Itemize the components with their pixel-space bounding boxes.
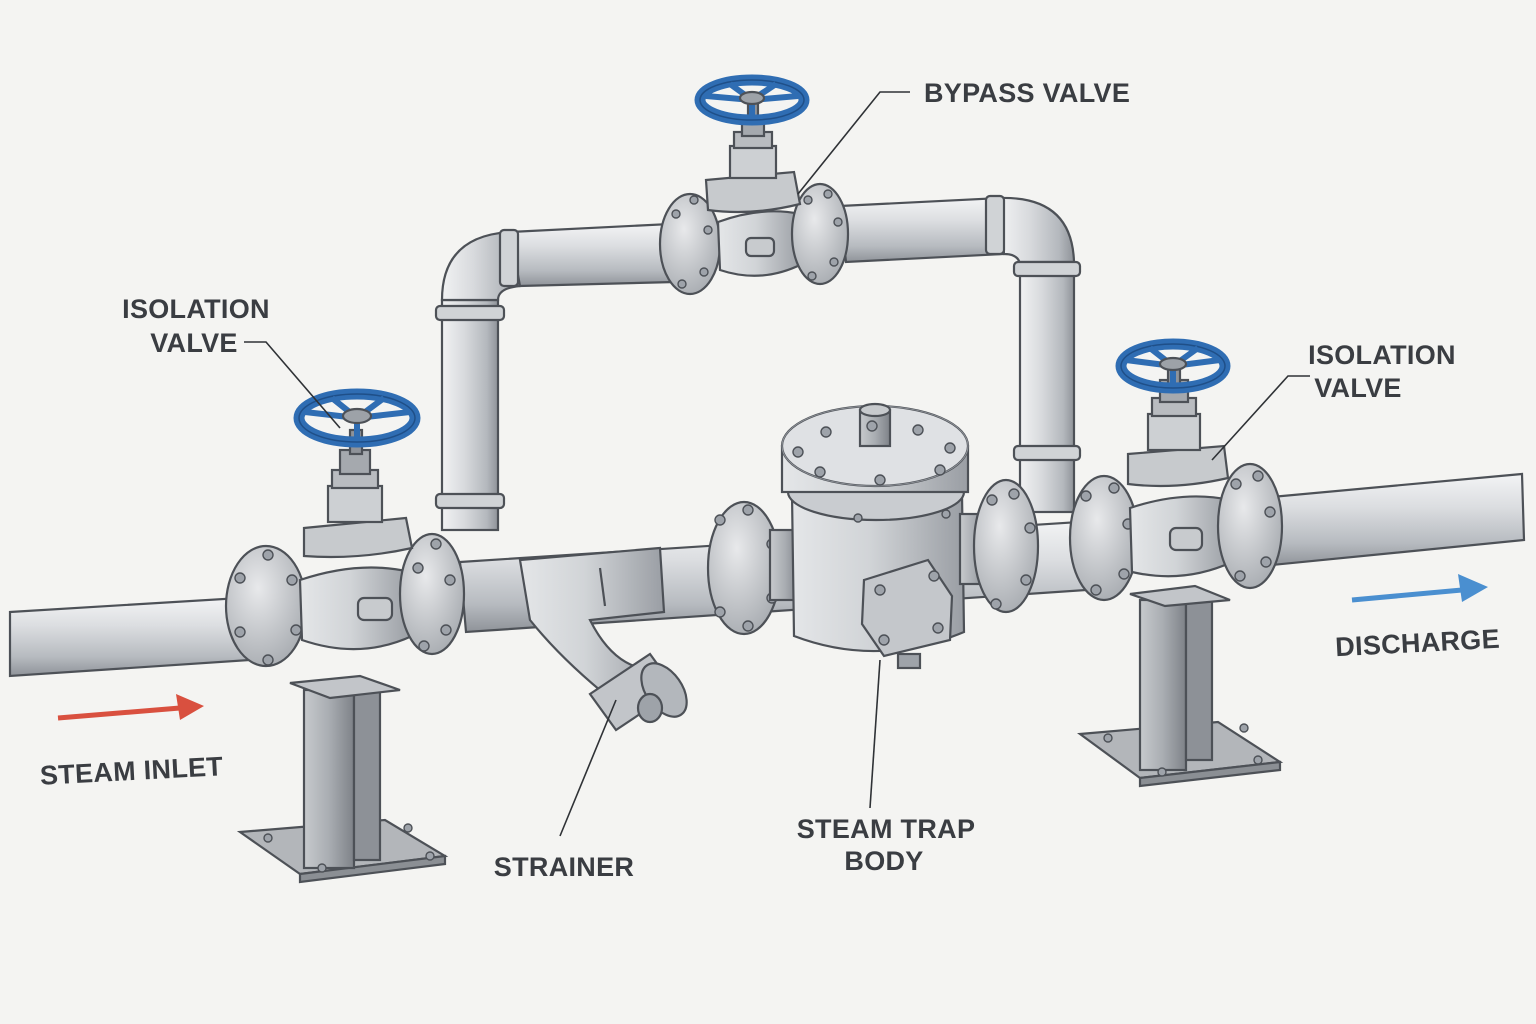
bypass-valve-leader — [797, 91, 910, 195]
left-pipe-support — [236, 674, 449, 884]
right-isolation-label-line1: ISOLATION — [1308, 340, 1456, 370]
right-handwheel — [1115, 338, 1231, 394]
bypass-valve-label: BYPASS VALVE — [924, 78, 1130, 108]
right-isolation-leader — [1211, 375, 1310, 461]
bypass-valve — [658, 98, 850, 296]
steam-trap-label-line2: BODY — [844, 846, 923, 876]
discharge-label: DISCHARGE — [1334, 624, 1500, 663]
trap-outlet-flanges — [958, 478, 1040, 614]
right-isolation-label-line2: VALVE — [1314, 373, 1402, 403]
left-isolation-valve — [224, 428, 466, 668]
left-isolation-leader — [244, 341, 341, 429]
right-isolation-valve — [1068, 358, 1284, 602]
trap-inlet-flanges — [706, 500, 802, 636]
steam-trap-leader — [869, 659, 881, 809]
left-isolation-label-line1: ISOLATION — [122, 294, 270, 324]
strainer-leader — [559, 699, 617, 837]
bypass-handwheel — [694, 74, 810, 126]
steam-trap-body — [780, 402, 970, 670]
inlet-flow-arrow — [57, 694, 204, 721]
steam-trap-label-line1: STEAM TRAP — [797, 814, 976, 844]
left-handwheel — [293, 388, 421, 448]
discharge-flow-arrow — [1351, 574, 1488, 603]
bypass-loop-pipe — [434, 194, 1082, 532]
left-isolation-label-line2: VALVE — [150, 328, 238, 358]
right-pipe-support — [1076, 584, 1284, 788]
steam-inlet-label: STEAM INLET — [39, 751, 224, 791]
strainer-label: STRAINER — [494, 852, 634, 882]
